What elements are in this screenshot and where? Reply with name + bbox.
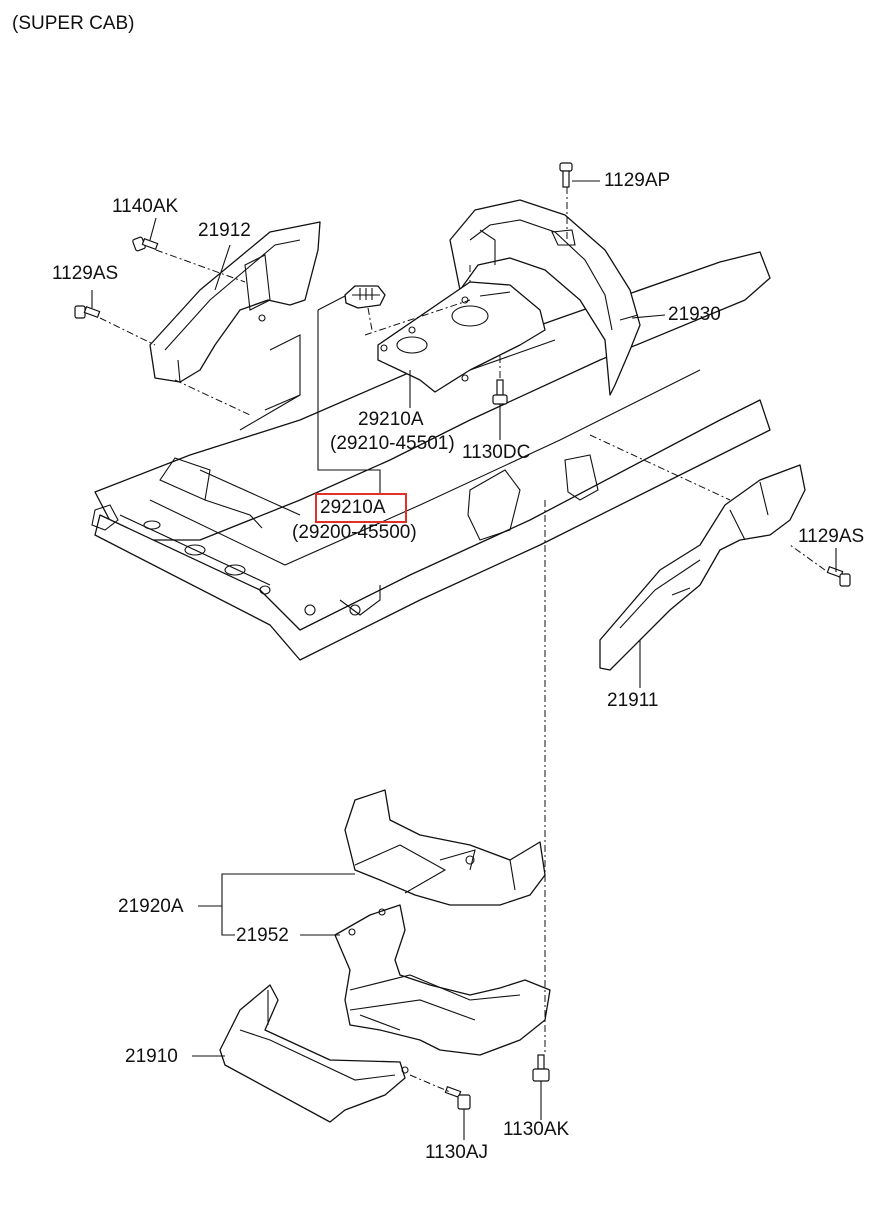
label-29210a-selected[interactable]: 29210A — [320, 497, 386, 518]
cover-29210a-upper-shape — [377, 281, 556, 393]
label-21912[interactable]: 21912 — [198, 220, 251, 241]
cover-21910-shape — [219, 984, 409, 1123]
label-21920a[interactable]: 21920A — [118, 896, 184, 917]
label-21952[interactable]: 21952 — [236, 925, 289, 946]
label-29210a-upper-partnumber: (29210-45501) — [330, 433, 455, 454]
selected-part-highlight[interactable] — [315, 493, 407, 523]
assembly-lines — [99, 187, 826, 1093]
diagram-variant-title: (SUPER CAB) — [12, 13, 135, 34]
bolt-1130ak-shape — [532, 1054, 550, 1082]
label-29210a-upper[interactable]: 29210A — [358, 409, 424, 430]
cover-21930-shape — [449, 199, 641, 396]
label-1130dc[interactable]: 1130DC — [462, 442, 531, 463]
bolt-1129as-left-shape — [74, 305, 101, 319]
label-1129ap[interactable]: 1129AP — [604, 170, 671, 191]
bolt-1129as-right-shape — [826, 566, 851, 587]
cover-21912-shape — [149, 221, 321, 383]
label-21911[interactable]: 21911 — [607, 690, 659, 711]
label-21930[interactable]: 21930 — [668, 304, 721, 325]
label-21910[interactable]: 21910 — [125, 1046, 178, 1067]
cover-21920a-shape — [344, 789, 546, 906]
leader-lines — [91, 180, 837, 1140]
label-1130ak[interactable]: 1130AK — [503, 1119, 570, 1140]
bolt-1130aj-shape — [444, 1086, 471, 1110]
label-1130aj[interactable]: 1130AJ — [425, 1142, 489, 1163]
label-1129as-left[interactable]: 1129AS — [52, 263, 119, 284]
label-1129as-right[interactable]: 1129AS — [798, 526, 865, 547]
bolt-1140ak-shape — [132, 236, 159, 252]
label-1140ak[interactable]: 1140AK — [112, 196, 179, 217]
cover-21911-shape — [599, 464, 806, 671]
cover-29210a-cap-shape — [344, 285, 386, 309]
label-29210a-selected-partnumber: (29200-45500) — [292, 522, 417, 543]
cover-21952-shape — [334, 904, 551, 1056]
bolt-1130dc-shape — [492, 379, 508, 405]
bolt-1129ap-shape — [559, 162, 573, 188]
